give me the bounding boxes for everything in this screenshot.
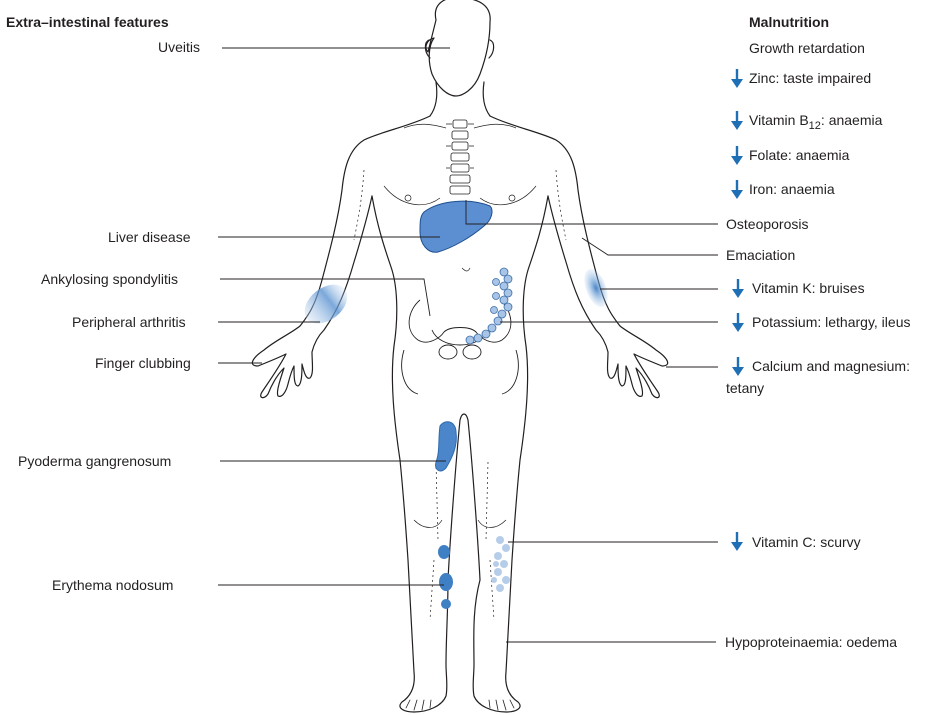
zinc-label: Zinc: taste impaired [749,70,871,87]
iron-label: Iron: anaemia [749,181,835,198]
down-arrow-icon [731,313,745,333]
calcium-label: Calcium and magnesium: [752,358,910,375]
b12-prefix: Vitamin B [749,112,809,128]
body-outline [252,0,667,712]
growth-label: Growth retardation [749,40,865,57]
down-arrow-icon [730,180,744,200]
pyoderma-label: Pyoderma gangrenosum [18,453,171,470]
anatomy-details [354,124,566,620]
colon [466,268,512,344]
down-arrow-icon [730,111,744,131]
peripheral-arthritis-label: Peripheral arthritis [72,314,186,331]
down-arrow-icon [731,279,745,299]
liver-disease-label: Liver disease [108,229,191,246]
vitamin-c-label: Vitamin C: scurvy [752,534,861,551]
b12-sub: 12 [809,120,821,132]
osteoporosis-label: Osteoporosis [726,216,808,233]
spine [446,120,474,194]
bruise-lesion [580,266,612,310]
liver [420,201,492,252]
tetany-label: tetany [726,380,764,397]
vitamin-k-label: Vitamin K: bruises [752,280,865,297]
malnutrition-heading: Malnutrition [749,14,829,31]
vitamin-b12-label: Vitamin B12: anaemia [749,112,882,135]
down-arrow-icon [730,146,744,166]
scurvy-spots [491,536,510,592]
uveitis-label: Uveitis [158,39,200,56]
ankylosing-spondylitis-label: Ankylosing spondylitis [41,271,178,288]
extra-intestinal-heading: Extra–intestinal features [6,14,169,31]
pyoderma-lesion [436,422,457,471]
potassium-label: Potassium: lethargy, ileus [752,314,910,331]
down-arrow-icon [730,69,744,89]
folate-label: Folate: anaemia [749,147,849,164]
b12-suffix: : anaemia [821,112,882,128]
erythema-lesions [438,545,453,609]
down-arrow-icon [730,532,744,552]
finger-clubbing-label: Finger clubbing [95,355,191,372]
down-arrow-icon [731,357,745,377]
emaciation-label: Emaciation [726,247,795,264]
hypoproteinaemia-label: Hypoproteinaemia: oedema [725,634,897,651]
erythema-nodosum-label: Erythema nodosum [52,577,173,594]
